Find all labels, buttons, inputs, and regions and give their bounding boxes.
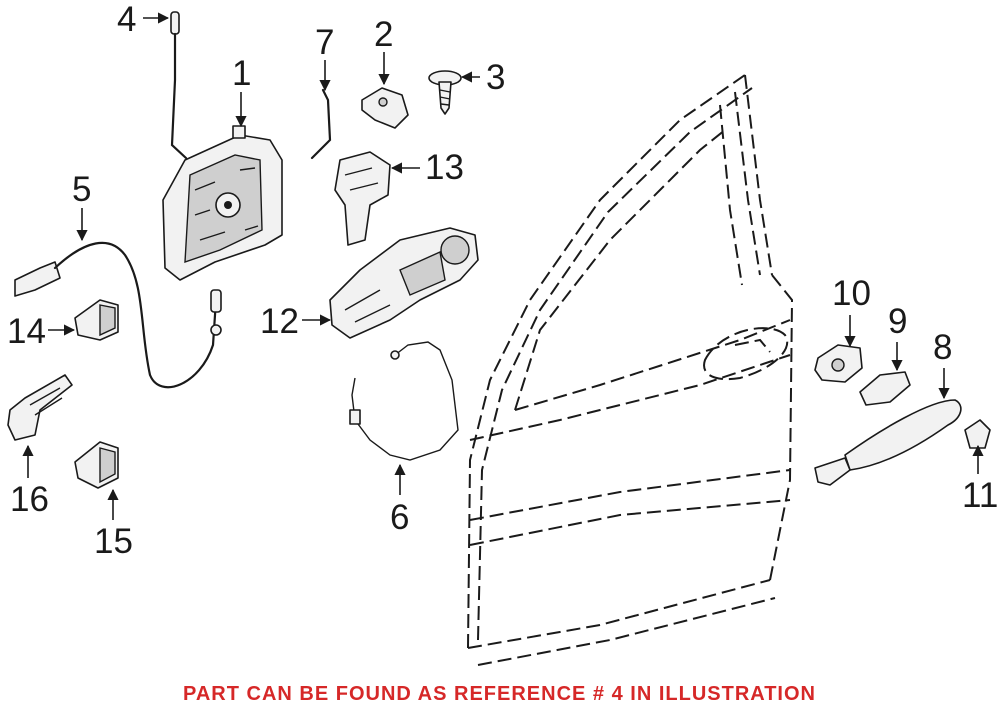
part-11-cap (964, 419, 991, 449)
part-14-clip (74, 299, 119, 341)
door-outline (467, 74, 794, 666)
part-15-clip (74, 441, 119, 489)
part-9-cap (859, 371, 911, 406)
part-5-cable (14, 241, 222, 389)
callout-16: 16 (10, 480, 49, 519)
callout-10: 10 (832, 274, 871, 313)
callout-5: 5 (72, 170, 92, 209)
callout-13: 13 (425, 148, 464, 187)
callout-6: 6 (390, 498, 410, 537)
callout-8: 8 (933, 328, 953, 367)
leader-lines (22, 12, 984, 520)
callout-3: 3 (486, 58, 506, 97)
part-13-bracket (334, 151, 391, 246)
part-10-lock-cylinder (814, 344, 863, 383)
callout-7: 7 (315, 23, 335, 62)
callout-14: 14 (7, 312, 46, 351)
part-6-cable (349, 341, 459, 461)
callout-15: 15 (94, 522, 133, 561)
callout-1: 1 (232, 54, 252, 93)
part-16-check-strap (7, 374, 73, 441)
part-8-door-handle (814, 399, 962, 486)
callout-11: 11 (962, 476, 999, 515)
part-7-rod (310, 88, 332, 160)
part-4-rod (170, 11, 188, 160)
part-2-striker (361, 87, 409, 129)
callout-12: 12 (260, 302, 299, 341)
callout-4: 4 (117, 0, 137, 39)
reference-note: PART CAN BE FOUND AS REFERENCE # 4 IN IL… (183, 683, 816, 705)
part-3-screw (428, 70, 462, 115)
part-1-lock-actuator (162, 125, 283, 281)
callout-2: 2 (374, 15, 394, 54)
callout-9: 9 (888, 302, 908, 341)
part-12-handle-carrier (329, 227, 479, 339)
